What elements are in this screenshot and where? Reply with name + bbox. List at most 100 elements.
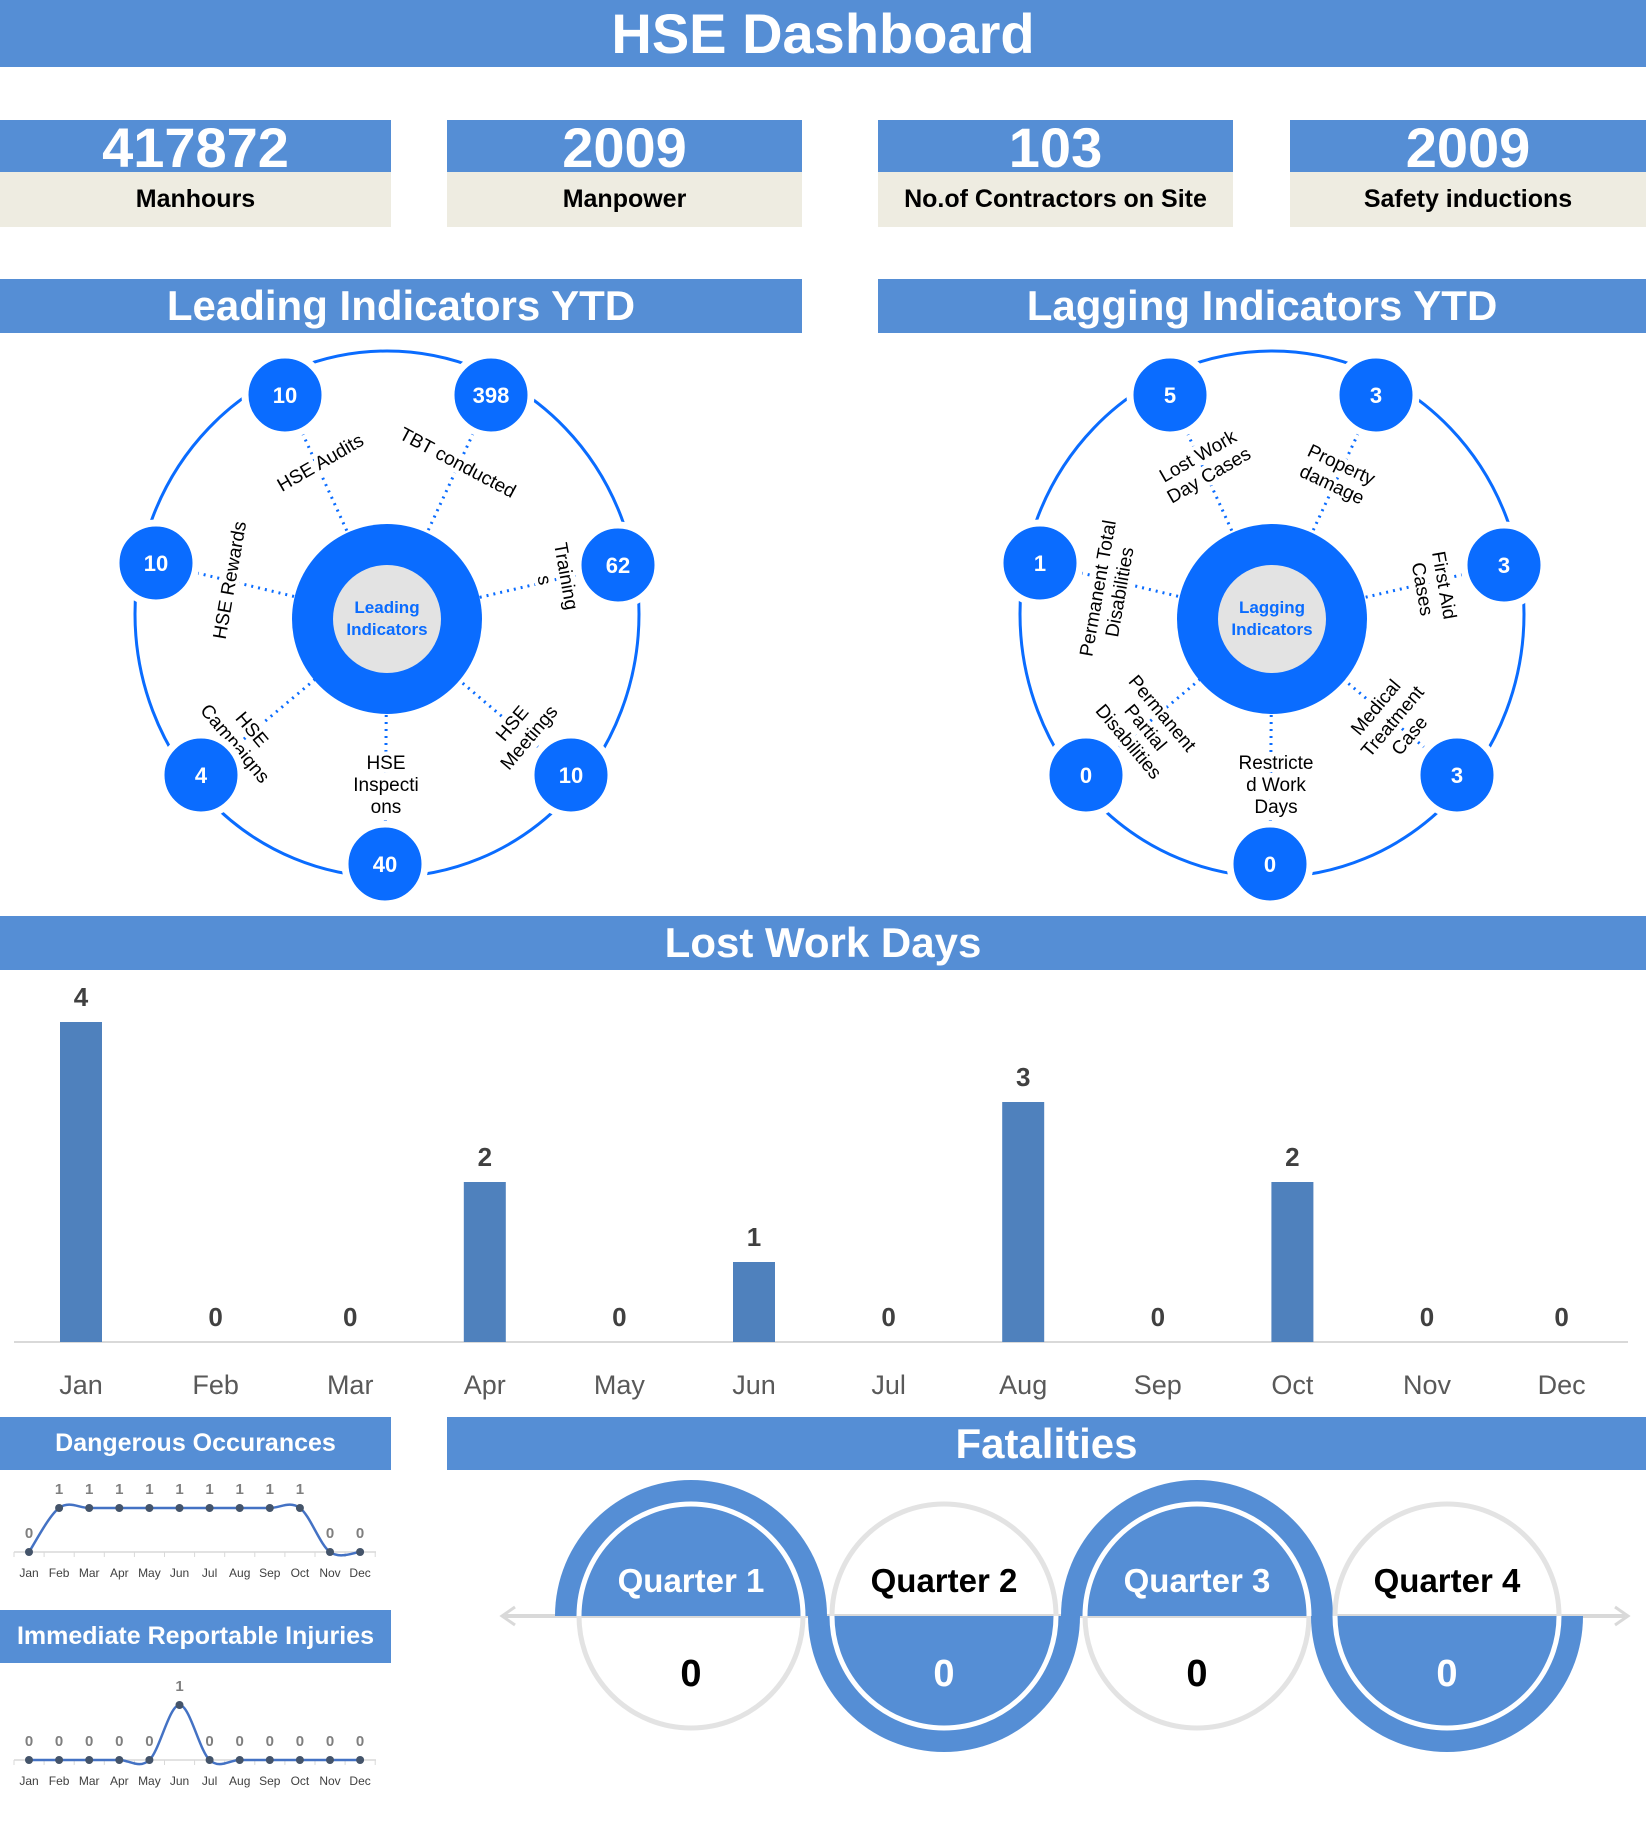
data-label: 0 [145, 1733, 153, 1750]
data-label: 0 [115, 1733, 123, 1750]
data-label: 0 [205, 1733, 213, 1750]
kpi-label: Manpower [447, 172, 802, 227]
indicator-value: 10 [273, 383, 297, 408]
kpi-manhours: 417872 Manhours [0, 120, 391, 227]
indicator-value: 5 [1164, 383, 1176, 408]
center-label: Leading [354, 598, 419, 617]
data-point-may [145, 1756, 154, 1764]
quarter-value: 0 [1436, 1653, 1457, 1695]
indicator-node [447, 351, 535, 439]
indicator-node [996, 519, 1084, 607]
bar-data-label: 0 [612, 1302, 626, 1332]
center-core [1218, 565, 1326, 673]
quarter-label: Quarter 4 [1374, 1562, 1521, 1599]
series-line [29, 1703, 361, 1766]
x-tick-label: Dec [349, 1566, 370, 1580]
data-label: 1 [205, 1481, 213, 1498]
x-tick-label: Oct [1271, 1370, 1314, 1400]
data-point-nov [326, 1756, 334, 1764]
x-tick-label: Mar [79, 1774, 100, 1788]
kpi-safety-inductions: 2009 Safety inductions [1290, 120, 1646, 227]
bar-data-label: 2 [478, 1142, 492, 1172]
indicator-value: 3 [1498, 553, 1510, 578]
x-tick-label: Mar [79, 1566, 100, 1580]
data-label: 1 [55, 1481, 63, 1498]
x-tick-label: Sep [1134, 1370, 1182, 1400]
data-label: 1 [85, 1481, 93, 1498]
bar-data-label: 0 [208, 1302, 222, 1332]
data-label: 1 [145, 1481, 153, 1498]
indicator-value: 4 [195, 763, 208, 788]
data-point-jan [25, 1548, 33, 1556]
indicator-node [157, 731, 245, 819]
data-point-oct [295, 1756, 304, 1764]
data-point-sep [265, 1504, 274, 1512]
data-point-apr [115, 1756, 124, 1764]
x-tick-label: Feb [49, 1566, 70, 1580]
center-label: Lagging [1239, 598, 1305, 617]
x-tick-label: May [594, 1370, 646, 1400]
indicator-label-line: HSE [366, 753, 405, 774]
indicator-value: 3 [1451, 763, 1463, 788]
data-label: 0 [55, 1733, 63, 1750]
indicator-label-line: Days [1254, 797, 1297, 818]
dashboard-title: HSE Dashboard [0, 0, 1646, 67]
lost-work-days-chart: 4Jan0Feb0Mar2Apr0May1Jun0Jul3Aug0Sep2Oct… [14, 982, 1628, 1400]
x-tick-label: Jun [732, 1370, 776, 1400]
bar-data-label: 0 [881, 1302, 895, 1332]
x-tick-label: Dec [1538, 1370, 1586, 1400]
kpi-label: Safety inductions [1290, 172, 1646, 227]
kpi-value: 103 [878, 120, 1233, 176]
x-tick-label: Apr [110, 1774, 129, 1788]
data-point-dec [356, 1548, 365, 1556]
data-point-apr [115, 1504, 124, 1512]
data-label: 0 [326, 1733, 334, 1750]
data-label: 0 [356, 1525, 364, 1542]
bar-aug [1002, 1102, 1045, 1342]
indicator-label: First AidCases [1405, 550, 1459, 625]
indicator-label-line: HSE Rewards [210, 520, 251, 641]
bar-data-label: 0 [1151, 1302, 1165, 1332]
data-point-feb [55, 1504, 64, 1512]
x-tick-label: Oct [291, 1774, 310, 1788]
indicator-node [341, 820, 429, 908]
x-tick-label: Sep [259, 1566, 281, 1580]
data-label: 1 [115, 1481, 123, 1498]
immediate-reportable-injuries-chart: 0Jan0Feb0Mar0Apr0May1Jun0Jul0Aug0Sep0Oct… [13, 1678, 376, 1788]
x-tick-label: Sep [259, 1774, 281, 1788]
indicator-value: 10 [144, 551, 168, 576]
data-label: 0 [25, 1733, 33, 1750]
center-label: Indicators [346, 620, 427, 639]
immediate-reportable-injuries-header: Immediate Reportable Injuries [0, 1610, 391, 1663]
data-label: 0 [236, 1733, 244, 1750]
x-tick-label: Jan [59, 1370, 103, 1400]
x-tick-label: Jun [170, 1566, 189, 1580]
data-point-nov [326, 1548, 334, 1556]
bar-data-label: 0 [343, 1302, 357, 1332]
indicator-node [1413, 731, 1501, 819]
indicator-value: 3 [1370, 383, 1382, 408]
bar-jan [60, 1022, 102, 1342]
data-point-jan [25, 1756, 33, 1764]
x-tick-label: Apr [110, 1566, 129, 1580]
data-label: 0 [266, 1733, 274, 1750]
x-tick-label: Feb [49, 1774, 70, 1788]
data-point-jul [205, 1504, 214, 1512]
x-tick-label: Nov [319, 1774, 340, 1788]
indicator-label: Permanent TotalDisabilities [1076, 519, 1142, 662]
bar-data-label: 2 [1285, 1142, 1299, 1172]
data-point-feb [55, 1756, 64, 1764]
quarter-ring [1332, 1615, 1562, 1731]
dotted-connector [1271, 563, 1505, 621]
kpi-value: 2009 [1290, 120, 1646, 176]
x-tick-label: Nov [319, 1566, 340, 1580]
bar-oct [1271, 1182, 1314, 1342]
indicator-label-line: ons [371, 797, 402, 818]
quarter-label: Quarter 2 [871, 1562, 1018, 1599]
quarter-value: 0 [933, 1653, 954, 1695]
quarter-label: Quarter 3 [1124, 1562, 1271, 1599]
bar-jun [733, 1262, 775, 1342]
indicator-node [527, 731, 615, 819]
